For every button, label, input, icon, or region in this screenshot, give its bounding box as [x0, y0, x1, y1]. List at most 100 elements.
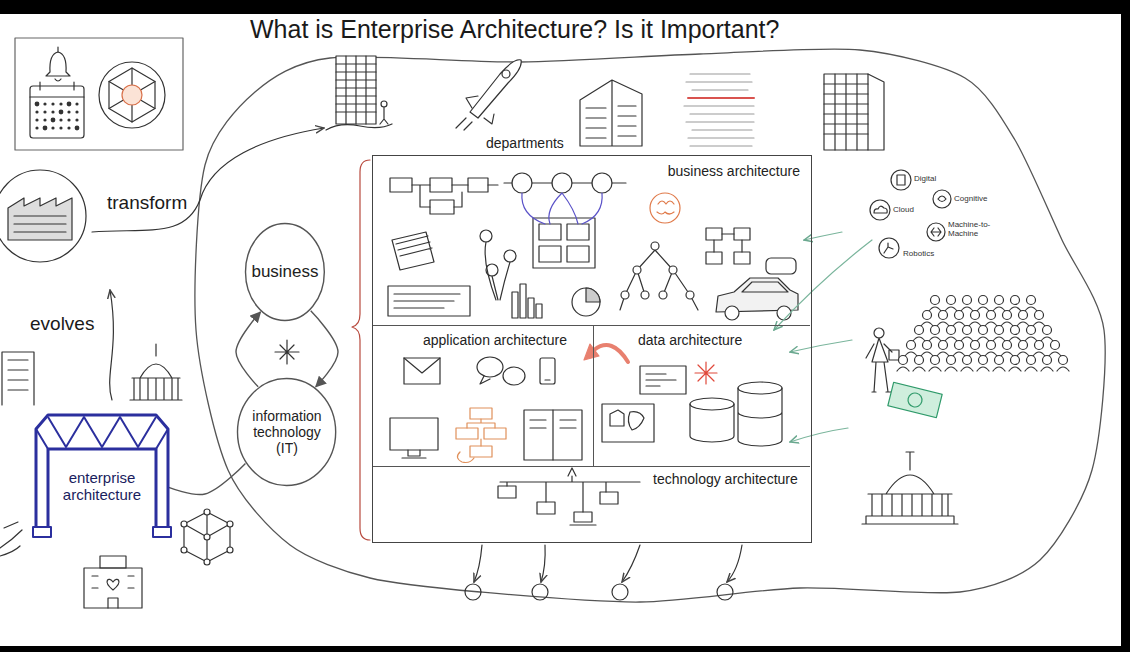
crowd [937, 341, 949, 357]
crowd [1025, 326, 1037, 342]
influence-arrows [790, 340, 852, 352]
node-label: business architecture [666, 163, 802, 179]
crowd [905, 352, 917, 356]
block-diagram [714, 234, 742, 252]
databases [690, 382, 782, 446]
crowd [1051, 341, 1060, 350]
label-holder: evolves [30, 313, 94, 335]
network-devices [537, 502, 555, 514]
pie-chart [572, 288, 600, 316]
influence-arrows [774, 232, 872, 442]
crowd [897, 367, 909, 371]
government-building [130, 344, 182, 400]
calendar-dots [35, 110, 38, 113]
transform-arrow [92, 128, 324, 232]
crowd [937, 352, 949, 356]
crowd [1033, 322, 1045, 326]
crowd [1019, 341, 1028, 350]
monitor [390, 418, 438, 458]
label-holder: transform [107, 192, 187, 214]
calendar-dots [59, 102, 62, 105]
calendar-dots [59, 126, 62, 129]
monitor [390, 418, 438, 450]
balloons [485, 242, 510, 300]
calendar-dots [35, 126, 38, 129]
crowd [969, 352, 981, 356]
house-outline [48, 417, 156, 447]
pie-chart [586, 288, 600, 302]
architecture-layer: data architecture [594, 326, 810, 466]
crowd [953, 311, 965, 327]
server [524, 410, 582, 460]
tower-block [824, 74, 884, 150]
crowd [985, 341, 997, 357]
crowd [971, 311, 980, 320]
crowd [979, 296, 988, 305]
value-chain [539, 246, 561, 262]
crowd [977, 326, 989, 342]
crowd [945, 326, 957, 342]
office-tower [380, 107, 388, 124]
car [777, 306, 791, 320]
architecture-layer: technology architecture [373, 466, 810, 541]
crowd [1043, 326, 1052, 335]
free-label: Cloud [893, 205, 914, 214]
alert-panel [57, 47, 58, 52]
alert-panel [46, 52, 70, 76]
crowd [899, 356, 908, 365]
bar-chart [536, 304, 542, 318]
car [742, 282, 788, 292]
crowd [1043, 356, 1052, 365]
factory [8, 198, 72, 240]
value-chain [504, 182, 626, 183]
evolve-arrow [110, 290, 114, 400]
evolve-arrow [110, 290, 114, 400]
network-cube [184, 512, 230, 562]
bank-building [2, 352, 34, 405]
house-outline [36, 429, 168, 449]
free-label: Digital [914, 174, 936, 183]
crowd [905, 341, 917, 357]
crowd [985, 311, 997, 327]
crowd [929, 367, 941, 371]
bar-chart [520, 284, 526, 318]
rocket [466, 96, 494, 124]
crowd [945, 356, 957, 372]
app-components [456, 408, 506, 463]
alert-panel [39, 82, 40, 90]
crowd [1027, 356, 1036, 365]
free-label: evolves [30, 313, 94, 335]
crowd [977, 296, 989, 312]
free-label: Machine-to-Machine [948, 220, 994, 238]
crowd [1017, 352, 1029, 356]
influence-arrows [804, 232, 842, 240]
crowd [1017, 341, 1029, 357]
crowd [1049, 352, 1061, 356]
network-cube [204, 509, 210, 515]
crowd [955, 311, 964, 320]
crowd [1025, 356, 1037, 372]
crowd [1009, 367, 1021, 371]
crowd [953, 322, 965, 326]
crowd [1025, 296, 1037, 312]
label-holder: Machine-to-Machine [948, 220, 994, 238]
alert-panel [15, 38, 183, 150]
calendar-dots [43, 110, 46, 113]
crowd [961, 296, 973, 312]
databases [690, 398, 734, 410]
chat-icon [480, 376, 490, 384]
crowd [971, 341, 980, 350]
balloons [480, 230, 516, 300]
monitor [402, 450, 426, 458]
office-tower [336, 56, 376, 124]
value-chain [592, 173, 612, 193]
crowd [995, 356, 1004, 365]
tower-block [824, 74, 884, 150]
tech-icons [874, 206, 887, 213]
crowd [1017, 311, 1029, 327]
screen-frame [1121, 0, 1130, 652]
balloons [504, 250, 516, 262]
bar-chart [512, 292, 518, 318]
hospital [100, 556, 126, 568]
